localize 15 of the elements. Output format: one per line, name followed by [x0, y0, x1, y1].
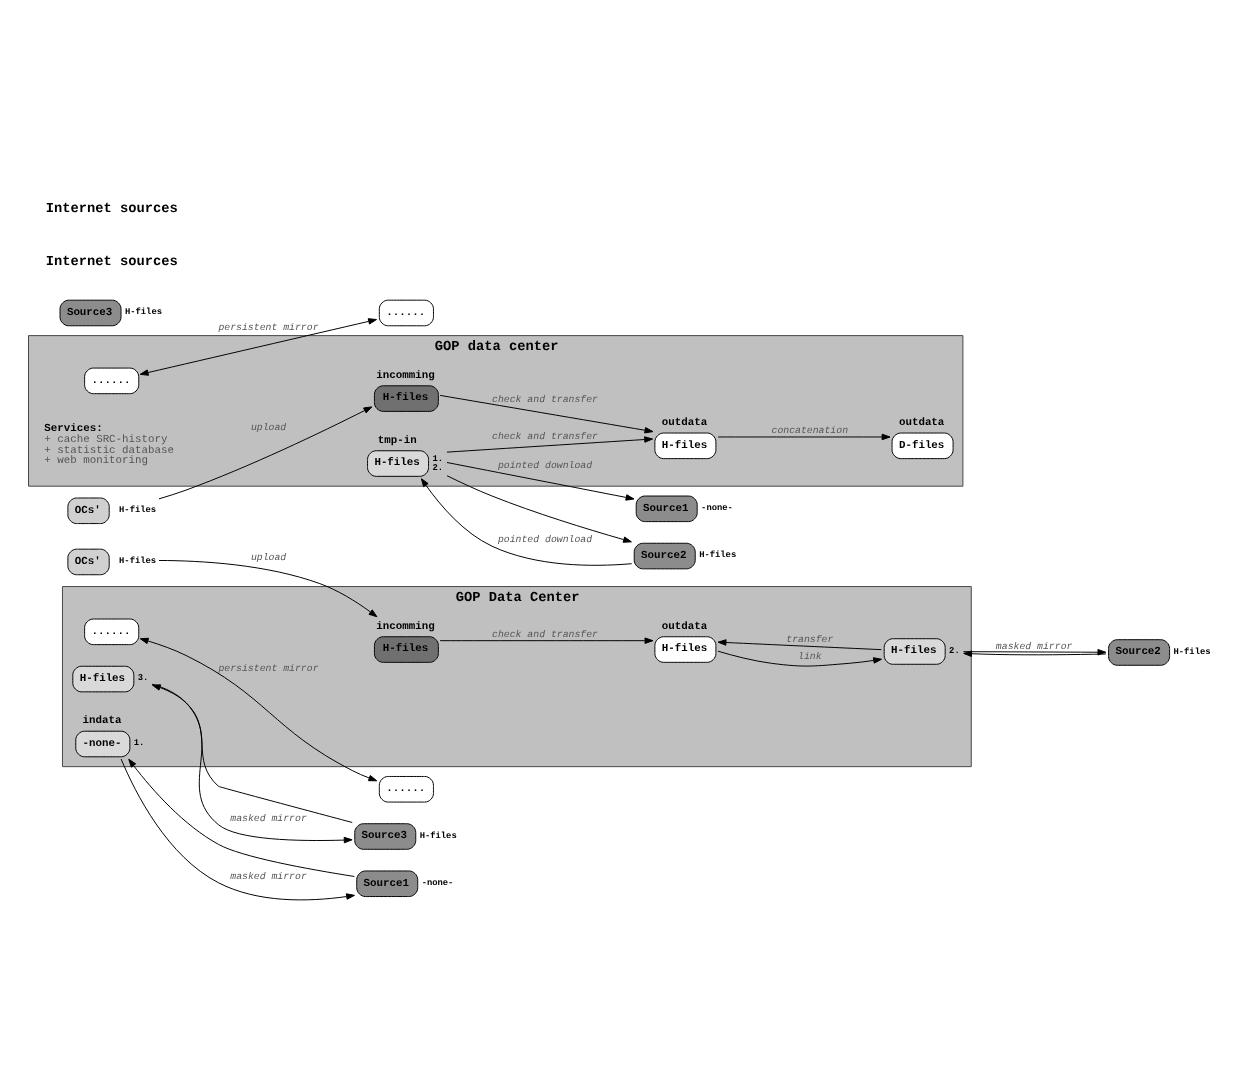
- arrow: [120, 757, 355, 900]
- arrow: [158, 405, 373, 499]
- arrow: [446, 435, 654, 452]
- arrow: [717, 638, 882, 650]
- arrow: [446, 461, 635, 500]
- arrow: [139, 636, 378, 781]
- arrow: [446, 474, 632, 542]
- arrow: [128, 757, 355, 876]
- arrow: [439, 393, 654, 433]
- arrow: [717, 432, 891, 440]
- arrow: [439, 636, 654, 643]
- arrow: [717, 649, 883, 666]
- arrow: [139, 317, 377, 375]
- arrow: [158, 559, 378, 617]
- arrow: [420, 477, 633, 565]
